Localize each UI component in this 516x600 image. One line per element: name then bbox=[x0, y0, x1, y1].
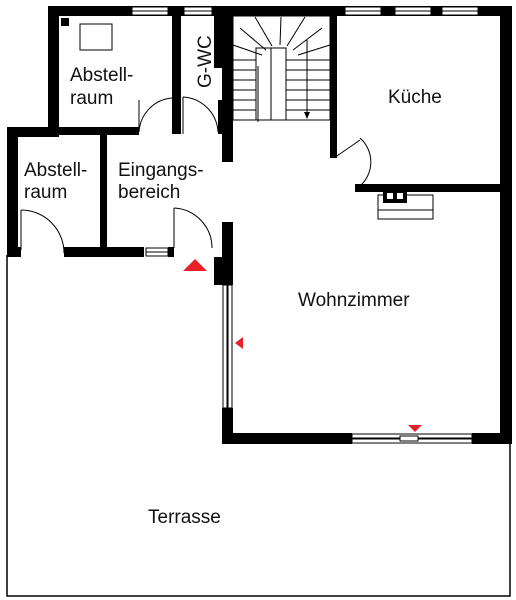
room-label-terrasse: Terrasse bbox=[148, 507, 221, 528]
room-label-gwc: G-WC bbox=[195, 35, 216, 88]
terrace-door-marker bbox=[408, 425, 422, 432]
storage-box bbox=[79, 23, 113, 51]
terrace-outline bbox=[6, 255, 511, 597]
stove bbox=[377, 191, 434, 220]
room-label-abstellraum-unten-2: raum bbox=[24, 182, 67, 203]
room-label-abstellraum-oben-1: Abstell- bbox=[70, 65, 133, 86]
room-label-wohnzimmer: Wohnzimmer bbox=[298, 290, 410, 311]
room-label-abstellraum-oben-2: raum bbox=[70, 88, 113, 109]
walls bbox=[7, 6, 512, 444]
windows bbox=[131, 6, 479, 444]
door-swings bbox=[20, 96, 372, 254]
room-label-abstellraum-unten-1: Abstell- bbox=[24, 160, 87, 181]
room-label-eingang-1: Eingangs- bbox=[118, 160, 204, 181]
direction-markers bbox=[183, 259, 422, 432]
entrance-marker bbox=[183, 259, 207, 271]
room-label-eingang-2: bereich bbox=[118, 182, 180, 203]
room-label-kueche: Küche bbox=[388, 87, 442, 108]
living-window-marker bbox=[235, 337, 243, 349]
staircase bbox=[232, 15, 331, 122]
